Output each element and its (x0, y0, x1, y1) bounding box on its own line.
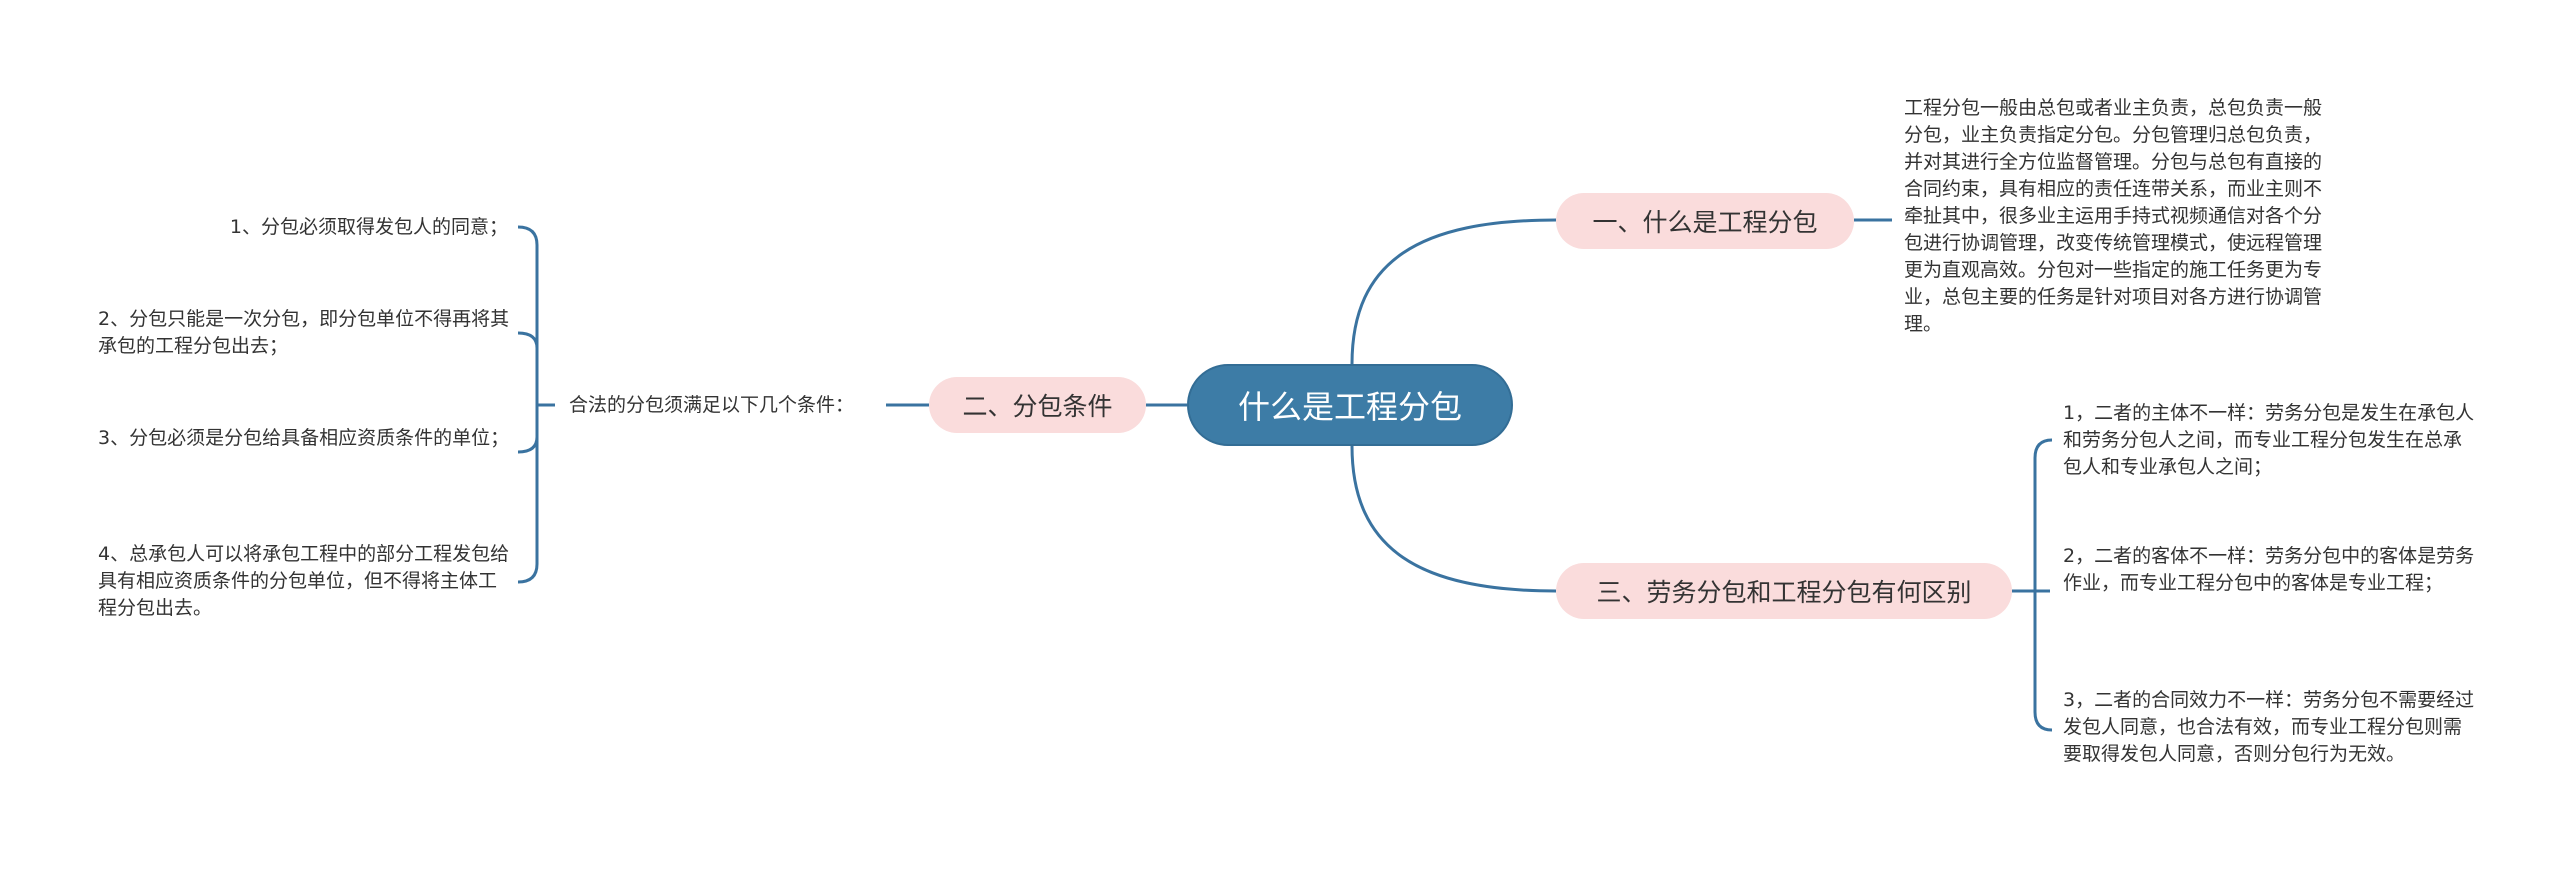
branch-node-difference[interactable]: 三、劳务分包和工程分包有何区别 (1556, 563, 2012, 619)
branch-what-is-text: 工程分包一般由总包或者业主负责，总包负责一般分包，业主负责指定分包。分包管理归总… (1904, 97, 2323, 335)
right-bracket (2033, 438, 2053, 732)
condition-item: 4、总承包人可以将承包工程中的部分工程发包给具有相应资质条件的分包单位，但不得将… (98, 543, 510, 619)
link-root-branch3 (1350, 445, 1557, 593)
difference-item: 1，二者的主体不一样：劳务分包是发生在承包人和劳务分包人之间，而专业工程分包发生… (2063, 402, 2475, 478)
root-node[interactable]: 什么是工程分包 (1187, 364, 1513, 446)
difference-item: 3，二者的合同效力不一样：劳务分包不需要经过发包人同意，也合法有效，而专业工程分… (2063, 689, 2475, 765)
condition-item: 2、分包只能是一次分包，即分包单位不得再将其承包的工程分包出去； (98, 308, 510, 357)
branch-label: 二、分包条件 (962, 392, 1113, 421)
branch-node-conditions[interactable]: 二、分包条件 (929, 377, 1146, 433)
left-bracket (517, 225, 539, 584)
link-root-branch1 (1350, 218, 1557, 365)
condition-item: 1、分包必须取得发包人的同意； (229, 216, 508, 238)
branch-label: 三、劳务分包和工程分包有何区别 (1596, 578, 1972, 607)
branch-label: 一、什么是工程分包 (1592, 208, 1818, 237)
branch-node-what-is[interactable]: 一、什么是工程分包 (1556, 193, 1854, 249)
root-label: 什么是工程分包 (1237, 388, 1462, 426)
conditions-intro: 合法的分包须满足以下几个条件： (569, 394, 855, 416)
condition-item: 3、分包必须是分包给具备相应资质条件的单位； (98, 427, 510, 449)
difference-item: 2，二者的客体不一样：劳务分包中的客体是劳务作业，而专业工程分包中的客体是专业工… (2063, 545, 2475, 594)
